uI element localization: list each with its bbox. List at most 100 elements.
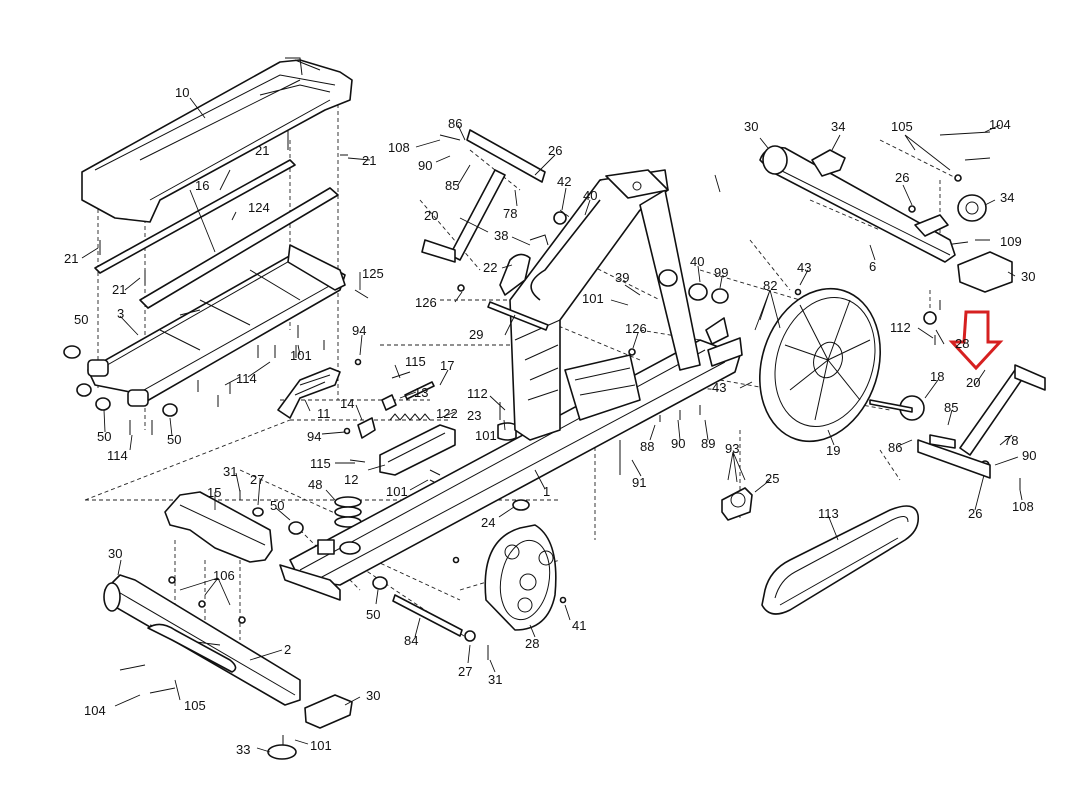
callout-label: 122 xyxy=(436,406,458,421)
part-34-mount xyxy=(811,149,846,177)
callout-label: 90 xyxy=(418,158,432,173)
callout-label: 23 xyxy=(467,408,481,423)
callout-label: 15 xyxy=(207,485,221,500)
callout-label: 21 xyxy=(362,153,376,168)
callout-label: 41 xyxy=(572,618,586,633)
callout-label: 126 xyxy=(625,321,647,336)
callout-label: 26 xyxy=(548,143,562,158)
callout-label: 31 xyxy=(488,672,502,687)
callout-label: 90 xyxy=(1022,448,1036,463)
part-33-foot xyxy=(267,744,297,760)
callout-label: 38 xyxy=(494,228,508,243)
callout-label: 30 xyxy=(744,119,758,134)
callout-label: 30 xyxy=(108,546,122,561)
callout-label: 94 xyxy=(352,323,366,338)
part-20-crank-arm xyxy=(917,364,1046,479)
callout-label: 40 xyxy=(690,254,704,269)
part-84-shaft xyxy=(392,594,463,637)
part-25-idler xyxy=(721,487,753,521)
highlight-arrow xyxy=(948,310,1004,371)
callout-label: 10 xyxy=(175,85,189,100)
callout-label: 11 xyxy=(317,406,331,421)
callout-label: 21 xyxy=(64,251,78,266)
callout-label: 124 xyxy=(248,200,270,215)
callout-label: 43 xyxy=(797,260,811,275)
callout-label: 18 xyxy=(930,369,944,384)
callout-label: 6 xyxy=(869,259,876,274)
callout-label: 90 xyxy=(671,436,685,451)
callout-label: 109 xyxy=(1000,234,1022,249)
callout-label: 50 xyxy=(97,429,111,444)
callout-label: 20 xyxy=(424,208,438,223)
callout-label: 39 xyxy=(615,270,629,285)
callout-label: 1 xyxy=(543,484,550,499)
callout-label: 29 xyxy=(469,327,483,342)
callout-label: 34 xyxy=(831,119,845,134)
callout-label: 40 xyxy=(583,188,597,203)
callout-label: 50 xyxy=(270,498,284,513)
callout-label: 86 xyxy=(888,440,902,455)
callout-label: 78 xyxy=(1004,433,1018,448)
callout-label: 2 xyxy=(284,642,291,657)
callout-label: 27 xyxy=(250,472,264,487)
callout-label: 91 xyxy=(632,475,646,490)
callout-label: 28 xyxy=(525,636,539,651)
part-20-left-arm xyxy=(421,169,506,263)
callout-label: 19 xyxy=(826,443,840,458)
callout-label: 28 xyxy=(955,336,969,351)
callout-label: 93 xyxy=(725,441,739,456)
part-1-main-frame xyxy=(279,169,741,601)
part-40-bearing xyxy=(658,269,678,287)
callout-labels: 10 21 21 16 124 21 21 125 3 50 50 50 101… xyxy=(64,85,1036,757)
callout-label: 125 xyxy=(362,266,384,281)
callout-label: 34 xyxy=(1000,190,1014,205)
callout-label: 101 xyxy=(475,428,497,443)
callout-label: 115 xyxy=(405,354,426,369)
callout-label: 85 xyxy=(944,400,958,415)
part-12-pedal-bracket xyxy=(379,424,456,476)
callout-label: 27 xyxy=(458,664,472,679)
callout-label: 114 xyxy=(107,448,128,463)
part-10-top-cover xyxy=(81,57,353,223)
callout-label: 30 xyxy=(366,688,380,703)
callout-label: 108 xyxy=(1012,499,1034,514)
callout-label: 20 xyxy=(966,375,980,390)
callout-label: 21 xyxy=(112,282,126,297)
part-30-end-cap-rear-left xyxy=(103,582,121,612)
part-15-cover xyxy=(164,491,273,563)
callout-label: 14 xyxy=(340,396,354,411)
part-30-end-cap-right xyxy=(957,251,1013,293)
hardware-bolts xyxy=(99,130,1021,745)
part-48-spring xyxy=(334,496,362,528)
part-18-hub xyxy=(869,395,925,421)
callout-label: 101 xyxy=(290,348,312,363)
callout-label: 114 xyxy=(236,371,257,386)
part-11-bracket xyxy=(277,367,341,419)
callout-label: 33 xyxy=(236,742,250,757)
callout-label: 30 xyxy=(1021,269,1035,284)
part-28-pulley xyxy=(484,524,557,631)
callout-label: 101 xyxy=(386,484,408,499)
callout-label: 24 xyxy=(481,515,495,530)
part-30-end-cap-rear xyxy=(304,694,353,729)
callout-label: 86 xyxy=(448,116,462,131)
part-26-upper-handle xyxy=(466,129,546,183)
callout-label: 126 xyxy=(415,295,437,310)
callout-label: 13 xyxy=(414,385,428,400)
part-34-mount-right xyxy=(957,194,987,222)
leader-lines xyxy=(81,97,1023,753)
callout-label: 105 xyxy=(184,698,206,713)
callout-label: 42 xyxy=(557,174,571,189)
callout-label: 31 xyxy=(223,464,237,479)
part-17-pin xyxy=(404,381,435,400)
callout-label: 25 xyxy=(765,471,779,486)
part-22-cam xyxy=(499,253,531,296)
part-3-frame xyxy=(87,244,346,407)
callout-label: 101 xyxy=(310,738,332,753)
part-82-bracket xyxy=(705,317,729,345)
callout-label: 104 xyxy=(84,703,106,718)
part-26-top-plate xyxy=(605,169,669,199)
callout-label: 50 xyxy=(366,607,380,622)
part-23-bushing xyxy=(497,422,517,441)
part-38-bracket xyxy=(529,234,549,246)
